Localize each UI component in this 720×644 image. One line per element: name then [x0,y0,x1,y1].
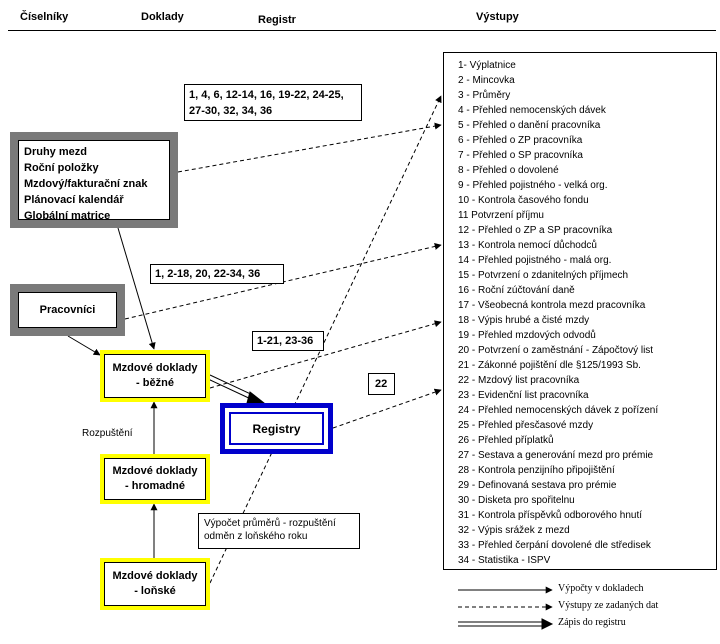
output-item: 11 Potvrzení příjmu [458,210,544,221]
output-item: 18 - Výpis hrubé a čisté mzdy [458,315,590,326]
codelist-outputs-label: 1, 4, 6, 12-14, 16, 19-22, 24-25, 27-30,… [184,84,362,121]
registry-outputs-label: 22 [368,373,395,395]
header-divider [8,30,716,31]
output-item: 10 - Kontrola časového fondu [458,195,589,206]
output-item: 17 - Všeobecná kontrola mezd pracovníka [458,300,646,311]
docs-lastyear-subtitle: - loňské [134,585,176,597]
output-item: 13 - Kontrola nemocí důchodců [458,240,597,251]
output-item: 19 - Přehled mzdových odvodů [458,330,596,341]
docs-outputs-label: 1-21, 23-36 [252,331,324,351]
prumery-note: Výpočet průměrů - rozpuštění odměn z loň… [198,513,360,549]
output-item: 31 - Kontrola příspěvků odborového hnutí [458,510,643,521]
outputs-list: 1- Výplatnice 2 - Mincovka 3 - Průměry 4… [443,52,717,570]
legend-double-line [458,621,544,627]
header-registr: Registr [258,14,296,26]
output-item: 33 - Přehled čerpání dovolené dle středi… [458,540,651,551]
output-item: 16 - Roční zúčtování daně [458,285,575,296]
legend-double-text: Zápis do registru [558,617,626,628]
output-item: 4 - Přehled nemocenských dávek [458,105,606,116]
dashed-lastyear-to-outputs [209,95,442,584]
output-item: 23 - Evidenční list pracovníka [458,390,589,401]
docs-current-box: Mzdové doklady - běžné [100,350,210,402]
worker-outputs-label: 1, 2-18, 20, 22-34, 36 [150,264,284,284]
docs-lastyear-box: Mzdové doklady - loňské [100,558,210,610]
header-vystupy: Výstupy [476,11,519,23]
dashed-docs-to-outputs [209,320,442,389]
registry-label: Registry [252,421,301,436]
rozpusteni-label: Rozpuštění [82,428,133,439]
output-item: 27 - Sestava a generování mezd pro prémi… [458,450,654,461]
codelist-item: Globální matrice [24,210,111,222]
codelists-box: Druhy mezd Roční položky Mzdový/fakturač… [10,132,178,228]
workers-label: Pracovníci [39,304,96,316]
docs-current-subtitle: - běžné [136,377,174,389]
codelist-item: Roční položky [24,162,99,174]
output-item: 9 - Přehled pojistného - velká org. [458,180,608,191]
solid-codelists-to-docs [117,227,156,350]
output-item: 24 - Přehled nemocenských dávek z poříze… [458,405,659,416]
output-item: 29 - Definovaná sestava pro prémie [458,480,617,491]
output-item: 7 - Přehled o SP pracovníka [458,150,583,161]
output-item: 5 - Přehled o danění pracovníka [458,120,601,131]
output-item: 30 - Disketa pro spořitelnu [458,495,575,506]
output-item: 6 - Přehled o ZP pracovníka [458,135,583,146]
output-item: 28 - Kontrola penzijního připojištění [458,465,615,476]
output-item: 20 - Potvrzení o zaměstnání - Zápočtový … [458,345,654,356]
codelist-item: Mzdový/fakturační znak [24,178,148,190]
docs-current-title: Mzdové doklady [112,362,198,374]
legend-dashed-text: Výstupy ze zadaných dat [558,600,659,611]
workers-box: Pracovníci [10,284,125,336]
codelist-item: Druhy mezd [24,146,87,158]
output-item: 1- Výplatnice [458,60,516,71]
output-item: 15 - Potvrzení o zdanitelných příjmech [458,270,629,281]
output-item: 22 - Mzdový list pracovníka [458,375,580,386]
docs-lastyear-title: Mzdové doklady [112,570,198,582]
docs-bulk-subtitle: - hromadné [125,480,185,492]
output-item: 32 - Výpis srážek z mezd [458,525,570,536]
output-item: 8 - Přehled o dovolené [458,165,559,176]
solid-workers-to-docs [67,335,101,356]
codelist-item: Plánovací kalendář [24,194,124,206]
header-doklady: Doklady [141,11,184,23]
output-item: 25 - Přehled přesčasové mzdy [458,420,594,431]
output-item: 3 - Průměry [458,90,511,101]
output-item: 2 - Mincovka [458,75,515,86]
output-item: 14 - Přehled pojistného - malá org. [458,255,612,266]
dashed-codelists-to-outputs [177,122,442,173]
output-item: 26 - Přehled příplatků [458,435,554,446]
docs-bulk-box: Mzdové doklady - hromadné [100,454,210,504]
output-item: 21 - Zákonné pojištění dle §125/1993 Sb. [458,360,641,371]
docs-bulk-title: Mzdové doklady [112,465,198,477]
output-item: 12 - Přehled o ZP a SP pracovníka [458,225,613,236]
double-docs-to-registry [207,374,256,401]
output-item: 34 - Statistika - ISPV [458,555,551,566]
dashed-registry-to-outputs [332,388,442,429]
legend-solid-text: Výpočty v dokladech [558,583,644,594]
header-ciselniky: Číselníky [20,11,69,23]
registry-box: Registry [220,403,333,454]
